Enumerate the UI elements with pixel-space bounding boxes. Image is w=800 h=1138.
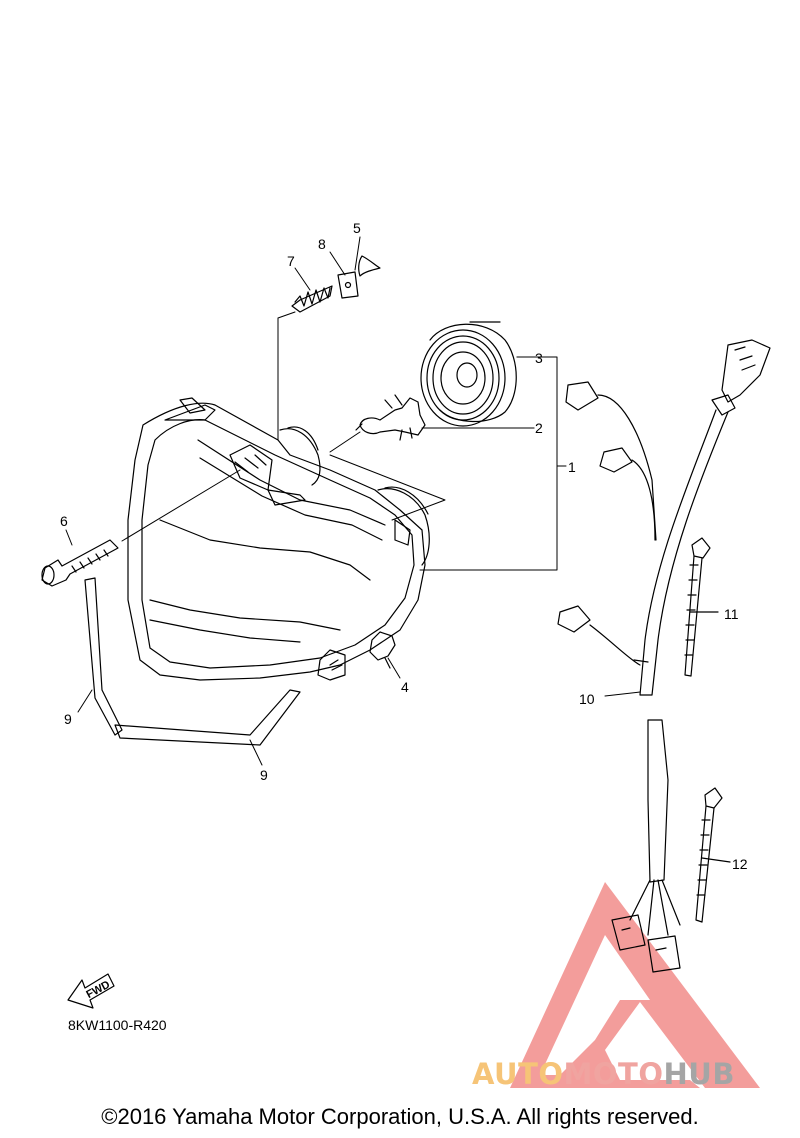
copyright-notice: ©2016 Yamaha Motor Corporation, U.S.A. A… xyxy=(101,1104,699,1129)
callout-10: 10 xyxy=(579,691,595,707)
adjusting-spring xyxy=(291,285,333,313)
callout-3: 3 xyxy=(535,350,543,366)
cable-tie-lower xyxy=(695,787,731,923)
seal-left xyxy=(84,577,123,736)
callout-12: 12 xyxy=(732,856,748,872)
callout-8: 8 xyxy=(318,236,326,252)
watermark-part-3: HUB xyxy=(663,1057,735,1091)
callout-9-left: 9 xyxy=(64,711,72,727)
wire-harness xyxy=(557,339,771,973)
exploded-guide-lines xyxy=(121,311,567,571)
retaining-clip xyxy=(358,255,381,277)
callout-9-bottom: 9 xyxy=(260,767,268,783)
fwd-arrow-icon xyxy=(67,973,115,1009)
fwd-label: FWD xyxy=(84,979,112,1001)
headlight-housing xyxy=(127,397,430,681)
callout-2: 2 xyxy=(535,420,543,436)
bulb-cover xyxy=(420,321,517,427)
leader-lines xyxy=(65,236,641,766)
callout-5: 5 xyxy=(353,220,361,236)
callout-1: 1 xyxy=(568,459,576,475)
seal-bottom xyxy=(114,689,301,746)
clip-nut xyxy=(337,271,359,299)
watermark-part-1: AUTO xyxy=(472,1057,564,1091)
watermark-logo: AUTOMOTOHUB xyxy=(472,1057,735,1091)
cable-tie-upper xyxy=(684,537,719,677)
diagram-code: 8KW1100-R420 xyxy=(68,1017,167,1033)
callout-4: 4 xyxy=(401,679,409,695)
callout-7: 7 xyxy=(287,253,295,269)
callout-11: 11 xyxy=(724,606,739,622)
watermark-triangle xyxy=(510,882,760,1088)
mounting-screw xyxy=(41,539,119,587)
position-bulb xyxy=(369,631,396,669)
watermark-part-2: MOTO xyxy=(563,1057,664,1091)
callout-6: 6 xyxy=(60,513,68,529)
bulb xyxy=(355,394,426,441)
